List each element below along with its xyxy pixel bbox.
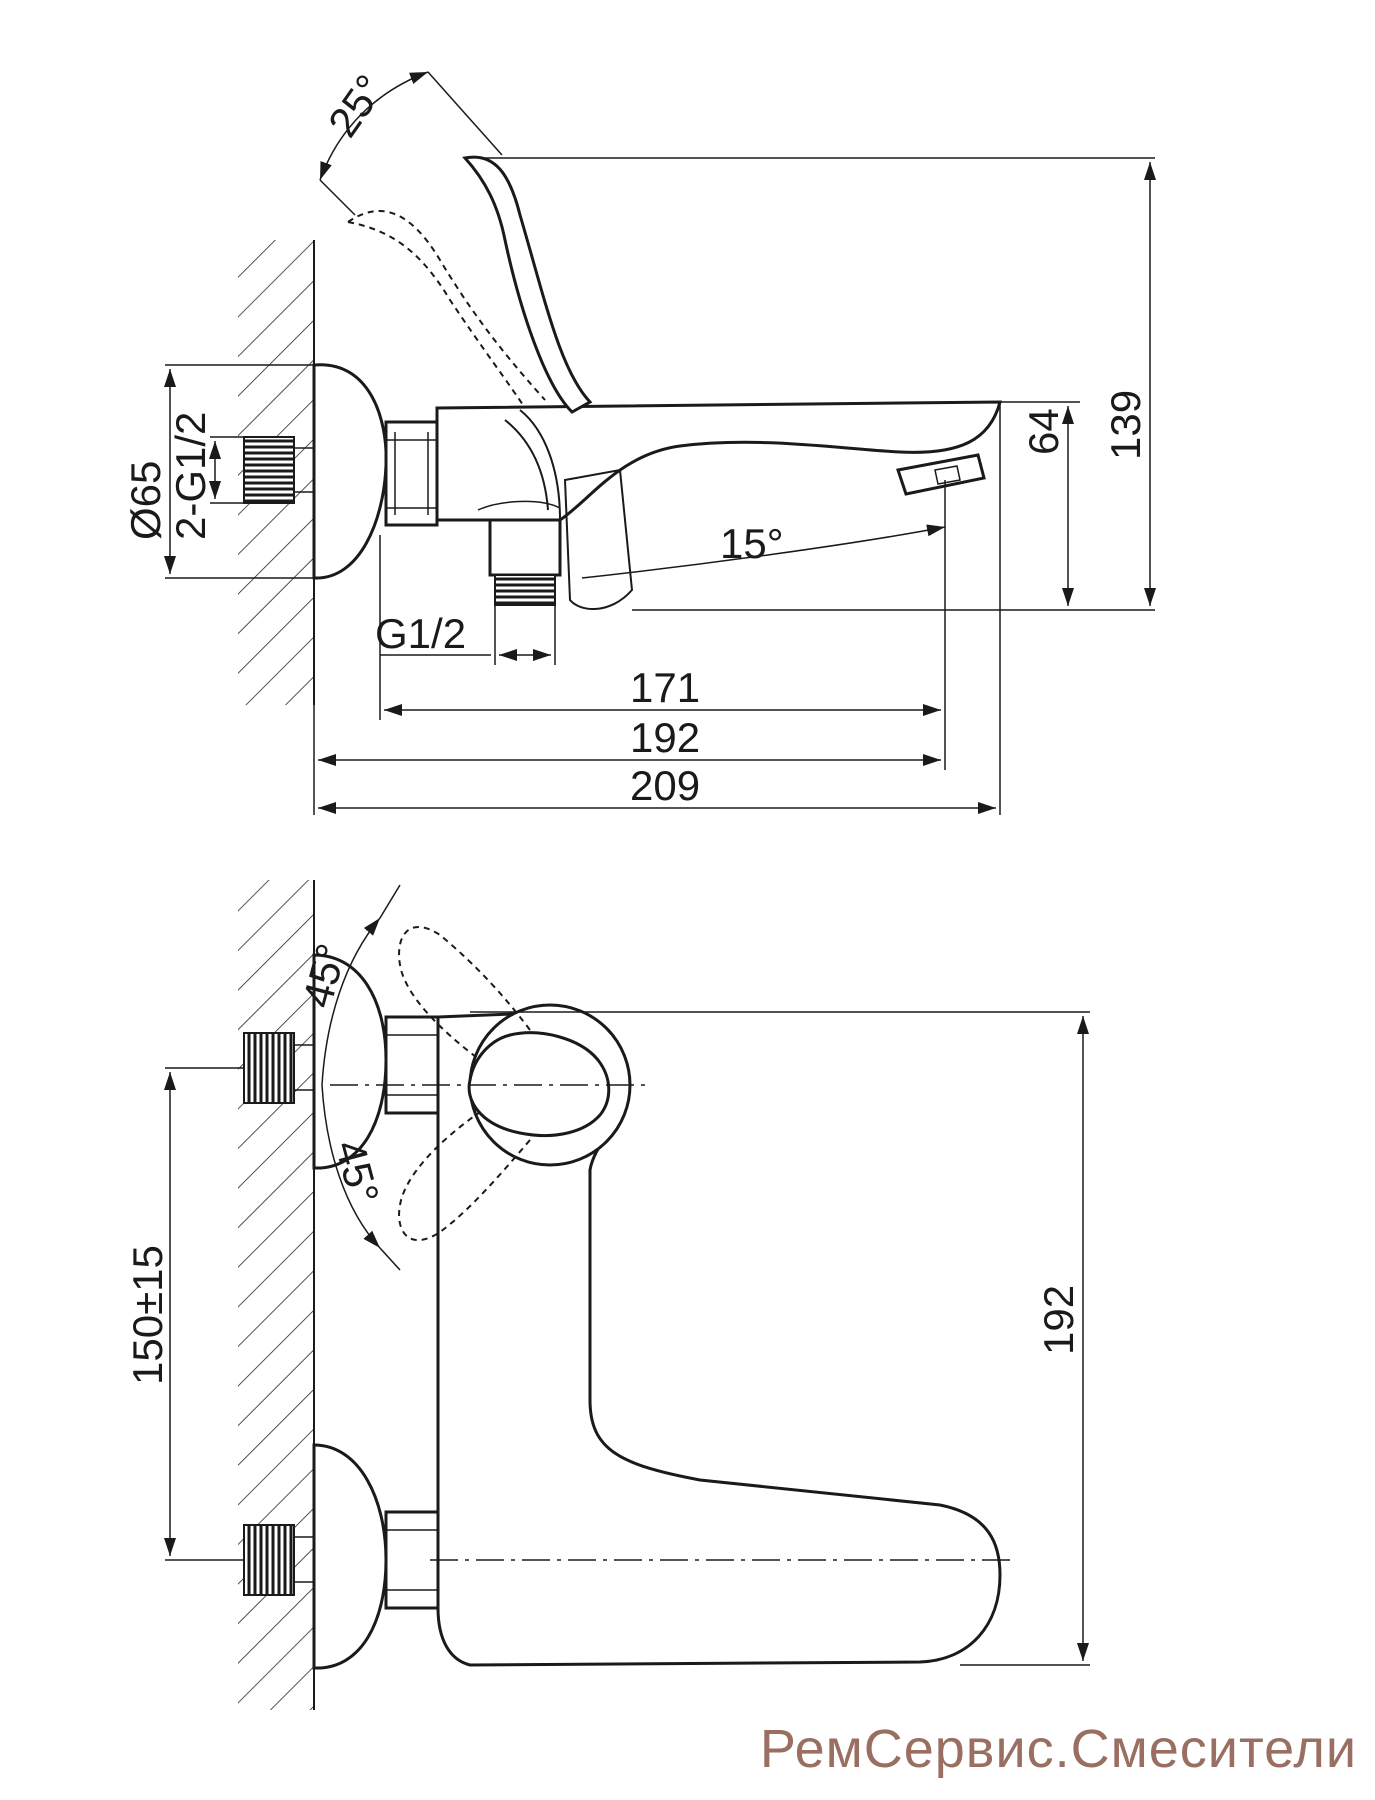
handle-knob	[467, 1031, 611, 1137]
label-len-192: 192	[630, 714, 700, 761]
label-angle-45-lower: 45°	[326, 1135, 388, 1209]
hex-nut	[384, 420, 439, 527]
label-len-171: 171	[630, 664, 700, 711]
handle-dashed-upper	[398, 925, 531, 1061]
wall-flange	[312, 363, 388, 580]
side-view: 25° 139 64 15° Ø65 2-G1/2 G1/2	[122, 66, 1156, 815]
label-inlet-spacing: 150±15	[124, 1245, 171, 1385]
upper-hex-nut	[384, 1015, 440, 1115]
mixer-body	[435, 400, 1002, 522]
diverter-outlet	[488, 518, 562, 577]
spout-aerator	[896, 453, 986, 496]
upper-inlet-thread	[243, 1032, 295, 1104]
label-angle-15: 15°	[720, 520, 784, 567]
label-height-139: 139	[1102, 390, 1149, 460]
label-spout-length: 192	[1035, 1285, 1082, 1355]
label-height-64: 64	[1020, 408, 1067, 455]
lower-inlet-thread	[243, 1524, 295, 1596]
angle-arc-45-lower	[321, 1084, 381, 1249]
angle-arc-45-upper	[321, 917, 381, 1086]
top-view: 45° 45° 150±15 192	[124, 880, 1090, 1710]
watermark: РемСервис.Смесители	[759, 1719, 1357, 1779]
label-diameter: Ø65	[122, 461, 169, 540]
lower-hex-nut	[384, 1510, 440, 1610]
lever-handle-raised	[347, 209, 546, 401]
label-len-209: 209	[630, 762, 700, 809]
angle-arc-15	[581, 524, 946, 579]
inlet-thread	[243, 436, 295, 504]
outlet-thread	[494, 574, 556, 606]
label-inlets: 2-G1/2	[167, 412, 214, 540]
label-outlet-thread: G1/2	[375, 610, 466, 657]
handle-dashed-lower	[398, 1111, 531, 1242]
lower-flange	[312, 1443, 388, 1670]
lever-handle	[462, 155, 593, 414]
label-angle-25: 25°	[319, 66, 394, 145]
angle-arc-25	[319, 71, 429, 181]
